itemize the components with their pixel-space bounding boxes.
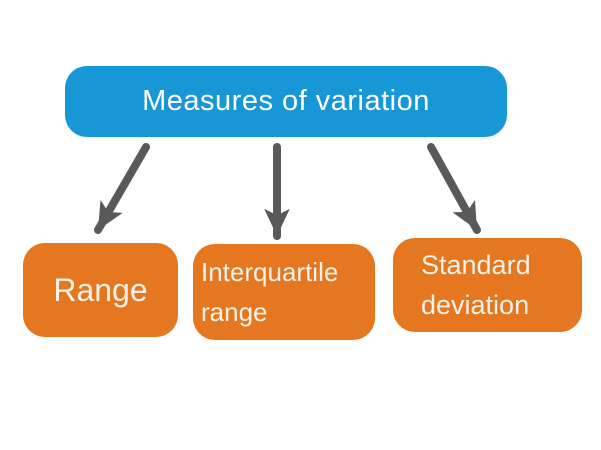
node-standard-deviation: Standard deviation: [393, 238, 582, 332]
node-standard-deviation-label: Standard deviation: [421, 250, 531, 320]
node-range-label: Range: [53, 271, 148, 308]
node-interquartile-range-label: Interquartile range: [201, 257, 339, 327]
node-interquartile-range: Interquartile range: [193, 244, 375, 340]
arrow-to-standard-deviation: [427, 143, 481, 234]
arrow-to-range: [94, 143, 150, 234]
node-range: Range: [23, 243, 178, 337]
node-measures-of-variation-label: Measures of variation: [142, 85, 430, 117]
node-measures-of-variation: Measures of variation: [65, 66, 507, 137]
